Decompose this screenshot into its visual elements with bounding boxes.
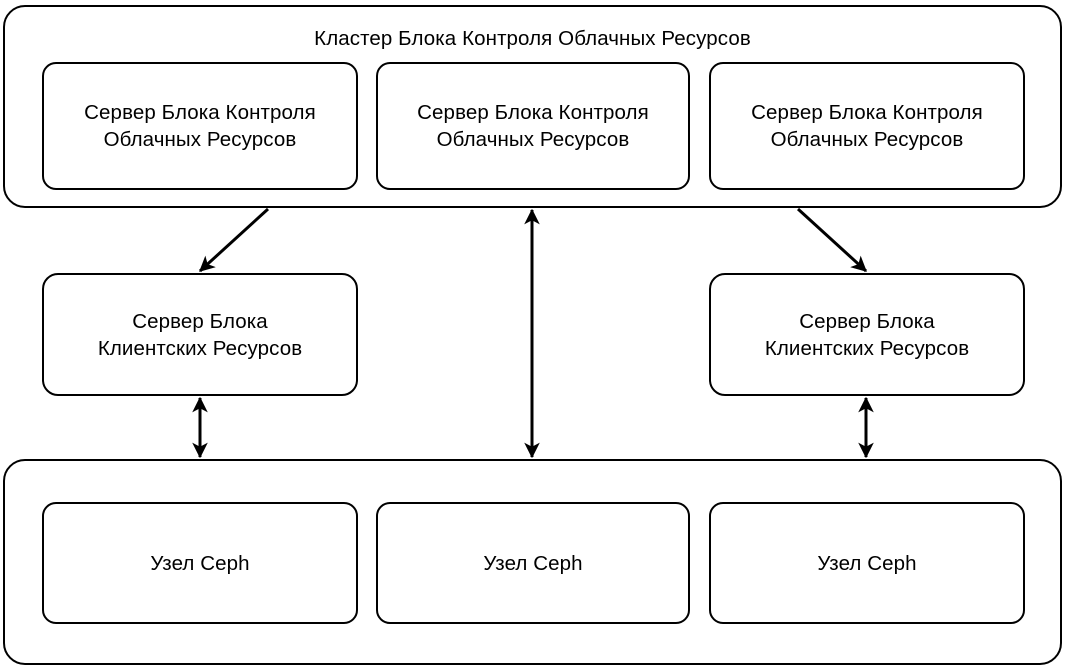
client-resource-server-right-label: Сервер Блока Клиентских Ресурсов: [764, 309, 970, 360]
ceph-node-3[interactable]: Узел Ceph: [709, 502, 1025, 624]
cloud-control-server-2-label: Сервер Блока Контроля Облачных Ресурсов: [417, 101, 649, 151]
ceph-node-3-label: Узел Ceph: [817, 551, 917, 575]
cloud-control-server-3[interactable]: Сервер Блока Контроля Облачных Ресурсов: [709, 62, 1025, 190]
client-resource-server-left[interactable]: Сервер Блока Клиентских Ресурсов: [42, 273, 358, 396]
client-resource-server-left-label: Сервер Блока Клиентских Ресурсов: [97, 309, 303, 360]
cloud-control-server-1-label: Сервер Блока Контроля Облачных Ресурсов: [84, 101, 316, 151]
cloud-control-server-3-label: Сервер Блока Контроля Облачных Ресурсов: [751, 101, 983, 151]
cloud-control-server-1[interactable]: Сервер Блока Контроля Облачных Ресурсов: [42, 62, 358, 190]
connector-top-cluster-to-right-client-server: [796, 207, 868, 273]
cloud-control-server-2[interactable]: Сервер Блока Контроля Облачных Ресурсов: [376, 62, 690, 190]
cloud-control-cluster-title: Кластер Блока Контроля Облачных Ресурсов: [314, 27, 751, 50]
ceph-node-2-label: Узел Ceph: [483, 551, 583, 575]
ceph-node-2[interactable]: Узел Ceph: [376, 502, 690, 624]
client-resource-server-right[interactable]: Сервер Блока Клиентских Ресурсов: [709, 273, 1025, 396]
ceph-node-1-label: Узел Ceph: [150, 551, 250, 575]
ceph-node-1[interactable]: Узел Ceph: [42, 502, 358, 624]
connector-top-cluster-to-left-client-server: [198, 207, 270, 273]
